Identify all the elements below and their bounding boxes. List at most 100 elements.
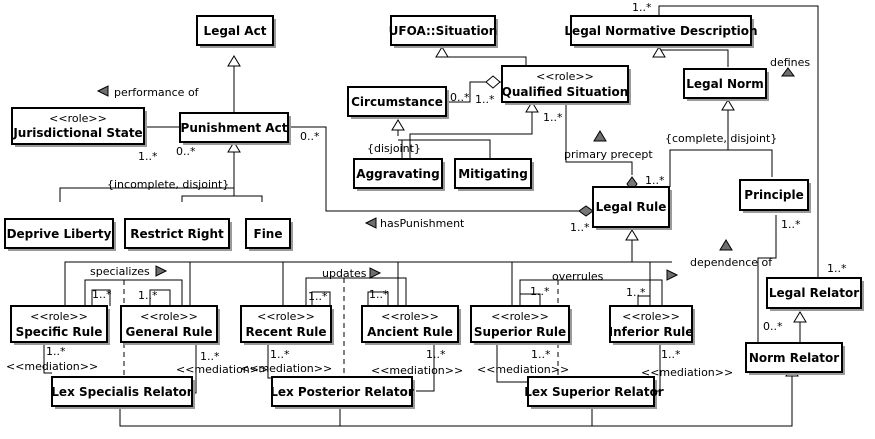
svg-text:<<role>>: <<role>>	[140, 310, 198, 323]
svg-text:<<role>>: <<role>>	[49, 112, 107, 125]
label-performance-of: performance of	[114, 86, 200, 99]
svg-text:Qualified Situation: Qualified Situation	[502, 85, 629, 99]
label-mediation: <<mediation>>	[371, 364, 463, 377]
svg-text:<<role>>: <<role>>	[536, 70, 594, 83]
svg-text:General Rule: General Rule	[125, 325, 212, 339]
label-dependence-of: dependence of	[690, 256, 773, 269]
mult: 1..*	[308, 290, 328, 303]
svg-text:<<role>>: <<role>>	[381, 310, 439, 323]
label-updates: updates	[322, 267, 367, 280]
svg-text:<<role>>: <<role>>	[257, 310, 315, 323]
mult: 1..*	[645, 174, 665, 187]
class-lex-posterior-relator[interactable]: Lex Posterior Relator	[270, 376, 415, 409]
mult: 1..*	[138, 289, 158, 302]
mult: 1..*	[626, 286, 646, 299]
multiplicities: 1..* 1..* 0..* 0..* 0..* 1..* 1..* 1..* …	[46, 1, 847, 363]
class-punishment-act[interactable]: Punishment Act	[179, 112, 291, 145]
mult: 1..*	[781, 218, 801, 231]
mult: 1..*	[46, 345, 66, 358]
label-specializes: specializes	[90, 265, 150, 278]
label-incomplete-disjoint: {incomplete, disjoint}	[107, 178, 229, 191]
svg-text:Jurisdictional State: Jurisdictional State	[12, 126, 142, 140]
svg-text:Lex Posterior Relator: Lex Posterior Relator	[270, 385, 414, 399]
class-legal-norm[interactable]: Legal Norm	[683, 68, 769, 101]
svg-text:<<role>>: <<role>>	[622, 310, 680, 323]
svg-text:Legal Act: Legal Act	[204, 24, 267, 38]
class-inferior-rule[interactable]: <<role>> Inferior Rule	[609, 305, 695, 345]
svg-text:Legal Relator: Legal Relator	[769, 286, 859, 300]
mult: 0..*	[450, 91, 470, 104]
mult: 1..*	[475, 93, 495, 106]
svg-text:Recent Rule: Recent Rule	[245, 325, 326, 339]
svg-text:Principle: Principle	[744, 188, 803, 202]
class-deprive-liberty[interactable]: Deprive Liberty	[4, 218, 116, 251]
label-mediation: <<mediation>>	[641, 366, 733, 379]
mult: 1..*	[369, 288, 389, 301]
label-overrules: overrules	[552, 270, 604, 283]
class-legal-normative-description[interactable]: Legal Normative Description	[564, 15, 758, 48]
label-mediation: <<mediation>>	[477, 363, 569, 376]
class-aggravating[interactable]: Aggravating	[353, 158, 445, 191]
class-lex-superior-relator[interactable]: Lex Superior Relator	[524, 376, 664, 409]
mult: 1..*	[530, 285, 550, 298]
mult: 0..*	[763, 320, 783, 333]
class-general-rule[interactable]: <<role>> General Rule	[120, 305, 220, 345]
class-recent-rule[interactable]: <<role>> Recent Rule	[240, 305, 334, 345]
class-ufoa-situation[interactable]: UFOA::Situation	[389, 15, 498, 48]
svg-text:Mitigating: Mitigating	[458, 167, 528, 181]
svg-text:Deprive Liberty: Deprive Liberty	[7, 227, 112, 241]
class-jurisdictional-state[interactable]: <<role>> Jurisdictional State	[11, 107, 147, 147]
class-qualified-situation[interactable]: <<role>> Qualified Situation	[501, 65, 631, 105]
label-mediation: <<mediation>>	[176, 363, 268, 376]
mult: 1..*	[632, 1, 652, 14]
svg-text:Lex Specialis Relator: Lex Specialis Relator	[51, 385, 193, 399]
class-lex-specialis-relator[interactable]: Lex Specialis Relator	[51, 376, 195, 409]
mult: 1..*	[543, 111, 563, 124]
class-legal-act[interactable]: Legal Act	[196, 15, 276, 48]
svg-text:Legal Rule: Legal Rule	[596, 200, 667, 214]
label-disjoint: {disjoint}	[367, 142, 421, 155]
svg-text:Aggravating: Aggravating	[356, 167, 439, 181]
class-specific-rule[interactable]: <<role>> Specific Rule	[10, 305, 110, 345]
svg-text:Superior Rule: Superior Rule	[474, 325, 566, 339]
label-complete-disjoint: {complete, disjoint}	[665, 132, 777, 145]
mult: 0..*	[176, 145, 196, 158]
svg-text:Restrict Right: Restrict Right	[130, 227, 224, 241]
class-principle[interactable]: Principle	[739, 179, 811, 213]
mult: 1..*	[661, 348, 681, 361]
label-has-punishment: hasPunishment	[380, 217, 465, 230]
association-labels: performance of hasPunishment primary pre…	[90, 56, 810, 283]
svg-text:Ancient Rule: Ancient Rule	[367, 325, 453, 339]
class-legal-rule[interactable]: Legal Rule	[592, 186, 672, 230]
svg-text:<<role>>: <<role>>	[30, 310, 88, 323]
class-circumstance[interactable]: Circumstance	[347, 86, 449, 119]
mult: 1..*	[270, 348, 290, 361]
mult: 1..*	[570, 221, 590, 234]
mediation-labels: <<mediation>> <<mediation>> <<mediation>…	[6, 360, 733, 379]
mult: 1..*	[200, 350, 220, 363]
class-superior-rule[interactable]: <<role>> Superior Rule	[470, 305, 572, 345]
mult: 1..*	[827, 262, 847, 275]
mult: 1..*	[531, 348, 551, 361]
class-legal-relator[interactable]: Legal Relator	[766, 277, 864, 311]
svg-text:Circumstance: Circumstance	[351, 95, 443, 109]
svg-text:Specific Rule: Specific Rule	[16, 325, 103, 339]
mult: 0..*	[300, 130, 320, 143]
class-restrict-right[interactable]: Restrict Right	[124, 218, 232, 251]
class-mitigating[interactable]: Mitigating	[454, 158, 534, 191]
class-fine[interactable]: Fine	[245, 218, 293, 251]
label-mediation: <<mediation>>	[6, 360, 98, 373]
svg-text:Punishment Act: Punishment Act	[181, 121, 288, 135]
svg-text:Inferior Rule: Inferior Rule	[609, 325, 694, 339]
label-primary-precept: primary precept	[564, 148, 653, 161]
svg-text:UFOA::Situation: UFOA::Situation	[389, 24, 498, 38]
label-mediation: <<mediation>>	[240, 362, 332, 375]
svg-text:Lex Superior Relator: Lex Superior Relator	[524, 385, 664, 399]
svg-text:Legal Normative Description: Legal Normative Description	[564, 24, 757, 38]
svg-text:<<role>>: <<role>>	[491, 310, 549, 323]
svg-text:Legal Norm: Legal Norm	[686, 77, 763, 91]
label-defines: defines	[770, 56, 810, 69]
class-norm-relator[interactable]: Norm Relator	[745, 342, 845, 375]
class-ancient-rule[interactable]: <<role>> Ancient Rule	[361, 305, 461, 345]
